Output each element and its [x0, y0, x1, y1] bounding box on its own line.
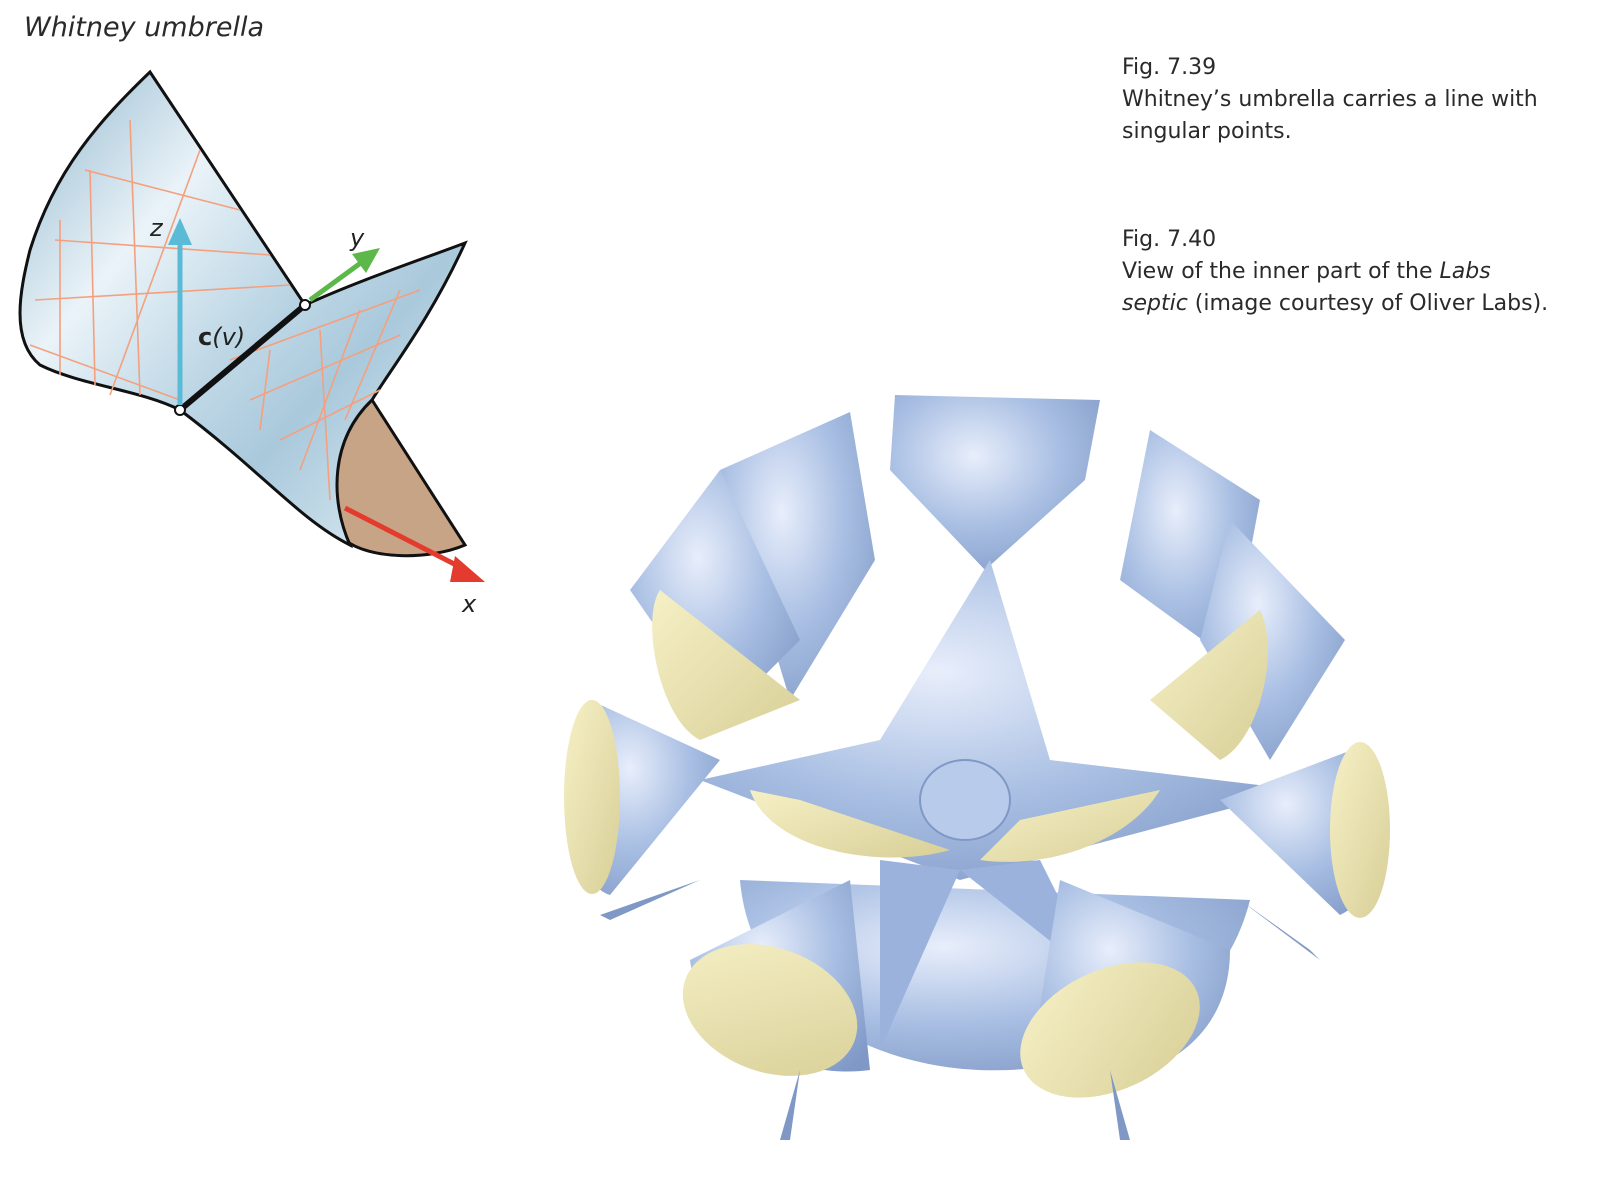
- septic-base-dome: [740, 880, 1250, 1071]
- caption-fig-7-40: Fig. 7.40 View of the inner part of the …: [1122, 224, 1548, 320]
- caption-number: Fig. 7.39: [1122, 55, 1217, 80]
- septic-lower-petal: [960, 860, 1100, 980]
- singular-line: [178, 302, 307, 413]
- septic-spike: [1240, 900, 1320, 960]
- x-axis-label: x: [461, 590, 477, 618]
- caption-italic-text: Labs: [1439, 259, 1491, 284]
- caption-line: Whitney’s umbrella carries a line with: [1122, 87, 1538, 112]
- septic-spike: [600, 880, 700, 920]
- septic-cone: [1020, 880, 1230, 1098]
- caption-text: View of the inner part of the: [1122, 259, 1440, 284]
- septic-top-petal: [890, 395, 1100, 570]
- y-axis-arrow: [308, 259, 364, 303]
- z-axis-label: z: [149, 214, 164, 242]
- caption-line: septic (image courtesy of Oliver Labs).: [1122, 288, 1548, 320]
- y-axis-label: y: [349, 224, 365, 252]
- septic-center-ring: [919, 759, 1011, 841]
- umbrella-front-grid: [229, 289, 421, 501]
- septic-petal: [1200, 520, 1345, 760]
- umbrella-front-sheet: [177, 240, 468, 549]
- caption-fig-7-39: Fig. 7.39 Whitney’s umbrella carries a l…: [1122, 52, 1538, 148]
- caption-text: (image courtesy of Oliver Labs).: [1187, 291, 1549, 316]
- x-axis-arrow: [343, 505, 464, 571]
- septic-cone: [564, 700, 720, 895]
- caption-number: Fig. 7.40: [1122, 227, 1217, 252]
- septic-cone: [750, 790, 1160, 862]
- septic-petal: [1120, 430, 1260, 660]
- singular-point: [299, 299, 311, 311]
- septic-spike: [1110, 1070, 1130, 1140]
- septic-petal: [630, 470, 800, 720]
- umbrella-back-sheet: [18, 69, 307, 412]
- singular-point: [174, 404, 186, 416]
- septic-petal: [720, 412, 875, 700]
- whitney-umbrella-title: Whitney umbrella: [24, 12, 264, 43]
- septic-cone: [1150, 610, 1268, 760]
- septic-lower-petal: [880, 860, 960, 1050]
- whitney-umbrella-figure: z y x c(v): [18, 69, 485, 618]
- umbrella-back-grid: [29, 119, 291, 401]
- caption-italic-text: septic: [1122, 291, 1188, 316]
- septic-spike: [780, 1070, 800, 1140]
- septic-cone: [682, 880, 870, 1076]
- caption-line: View of the inner part of the Labs: [1122, 256, 1548, 288]
- umbrella-inner-lobe: [334, 397, 468, 558]
- curve-label: c(v): [198, 323, 245, 351]
- caption-line: singular points.: [1122, 119, 1292, 144]
- septic-cone: [652, 590, 800, 740]
- septic-star: [700, 560, 1300, 880]
- septic-cone: [1220, 742, 1390, 918]
